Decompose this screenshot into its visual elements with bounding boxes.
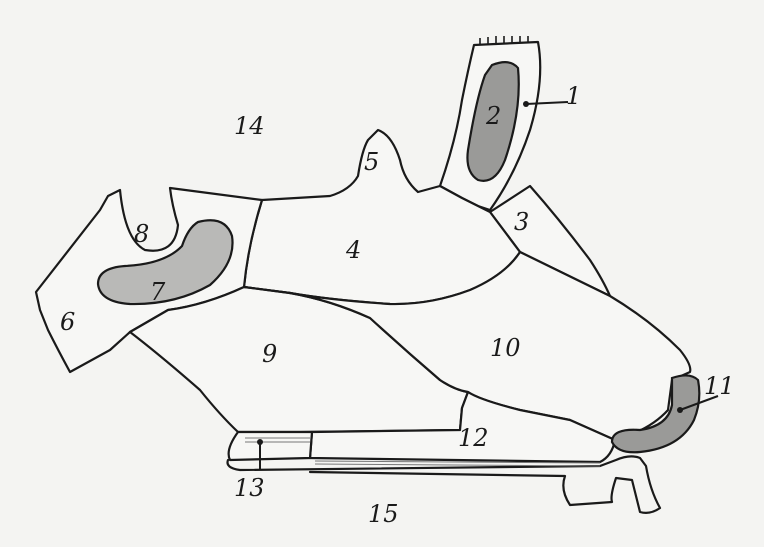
label-15: 15	[368, 500, 399, 528]
label-13: 13	[234, 474, 265, 502]
label-9: 9	[262, 340, 277, 368]
region-13	[229, 432, 312, 460]
label-10: 10	[490, 334, 521, 362]
leader-13-dot	[257, 439, 263, 445]
label-7: 7	[150, 278, 166, 306]
label-6: 6	[60, 308, 75, 336]
label-14: 14	[234, 112, 265, 140]
label-2: 2	[485, 102, 501, 130]
leader-1-dot	[523, 101, 529, 107]
label-1: 1	[566, 82, 581, 110]
label-4: 4	[345, 236, 361, 264]
label-12: 12	[458, 424, 489, 452]
label-8: 8	[134, 220, 149, 248]
label-11: 11	[704, 372, 735, 400]
leader-11-dot	[677, 407, 683, 413]
label-3: 3	[514, 208, 529, 236]
label-5: 5	[364, 148, 379, 176]
